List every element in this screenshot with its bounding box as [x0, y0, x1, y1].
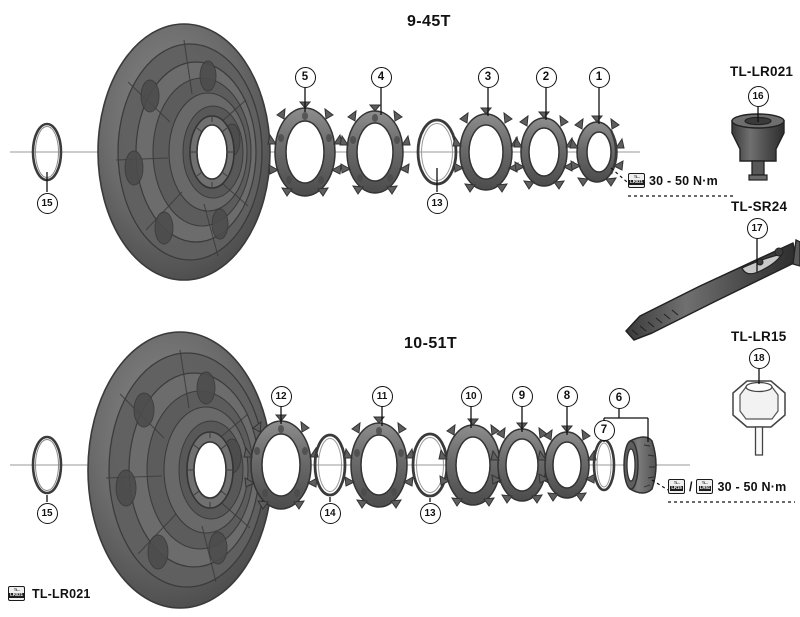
legend-label: TL-LR021 [32, 586, 91, 601]
callout-3[interactable]: 3 [477, 66, 499, 88]
callout-13-top[interactable]: 13 [426, 192, 448, 214]
legend-chip-line2: LR021 [9, 592, 24, 599]
tool-label-tl-lr15: TL-LR15 [731, 329, 787, 344]
part-9-sprocket [490, 422, 554, 504]
tool-chip-line2: LR51 [698, 485, 712, 492]
cassette-cluster-1051 [87, 331, 273, 609]
cassette-cluster-945 [97, 23, 271, 281]
part-3-sprocket [452, 107, 520, 193]
tool-label-tl-sr24: TL-SR24 [731, 199, 788, 214]
tool-tl-sr24-art [625, 239, 800, 341]
torque-spec-bottom: TL- LR15 / TL- LR51 30 - 50 N·m [668, 479, 786, 494]
tool-chip-tl-lr51: TL- LR51 [696, 479, 714, 494]
callout-12[interactable]: 12 [270, 385, 292, 407]
callout-1[interactable]: 1 [588, 66, 610, 88]
section-title-10-51t: 10-51T [404, 335, 458, 352]
callout-15-bottom[interactable]: 15 [36, 502, 58, 524]
part-11-sprocket [343, 416, 415, 509]
part-12-sprocket [243, 414, 319, 510]
tool-chip-line2: LR021 [629, 179, 644, 186]
tool-chip-line1: TL- [673, 480, 680, 485]
part-8-sprocket [537, 425, 597, 502]
tool-chip-line2: LR15 [670, 485, 683, 492]
tool-chip-tl-lr021: TL- LR021 [628, 173, 645, 188]
callout-6[interactable]: 6 [608, 387, 630, 409]
callout-18[interactable]: 18 [748, 347, 770, 369]
callout-15-top[interactable]: 15 [36, 192, 58, 214]
callout-9[interactable]: 9 [511, 385, 533, 407]
torque-separator: / [689, 479, 693, 494]
torque-spec-top: TL- LR021 30 - 50 N·m [628, 173, 718, 188]
section-title-9-45t: 9-45T [407, 13, 451, 30]
callout-13-bottom[interactable]: 13 [419, 502, 441, 524]
callout-4[interactable]: 4 [370, 66, 392, 88]
part-5-sprocket [267, 101, 343, 197]
cluster-hub-bottom [186, 431, 234, 509]
part-1-sprocket [569, 115, 625, 187]
callout-5[interactable]: 5 [294, 66, 316, 88]
callout-14[interactable]: 14 [319, 502, 341, 524]
callout-10[interactable]: 10 [460, 385, 482, 407]
callout-7[interactable]: 7 [593, 419, 615, 441]
legend-chip-line1: TL- [13, 587, 20, 592]
tool-chip-line1: TL- [633, 174, 640, 179]
part-10-sprocket [438, 418, 508, 507]
torque-value-bottom: 30 - 50 N·m [717, 479, 787, 494]
leader-lines-top [46, 88, 600, 192]
part-4-sprocket [339, 104, 411, 195]
tool-label-tl-lr021: TL-LR021 [730, 64, 794, 79]
part-15-bottom-washer [31, 435, 63, 495]
torque-value-top: 30 - 50 N·m [649, 173, 718, 188]
callout-17[interactable]: 17 [746, 217, 768, 239]
part-2-sprocket [513, 111, 575, 190]
leader-lines-bottom [46, 407, 649, 502]
part-14-spacer [313, 433, 347, 497]
part-6-lockring [623, 436, 657, 494]
callout-8[interactable]: 8 [556, 385, 578, 407]
callout-16[interactable]: 16 [747, 85, 769, 107]
cluster-hub [189, 115, 235, 189]
legend-tool-chip: TL- LR021 [8, 586, 25, 601]
tool-chip-tl-lr15: TL- LR15 [668, 479, 685, 494]
legend-tl-lr021: TL- LR021 TL-LR021 [8, 586, 91, 601]
tool-tl-lr15-art [732, 380, 786, 456]
tool-chip-line1: TL- [702, 480, 708, 485]
leader-lines-tools [756, 107, 760, 384]
tool-tl-lr021-art [731, 113, 785, 181]
callout-11[interactable]: 11 [371, 385, 393, 407]
callout-2[interactable]: 2 [535, 66, 557, 88]
